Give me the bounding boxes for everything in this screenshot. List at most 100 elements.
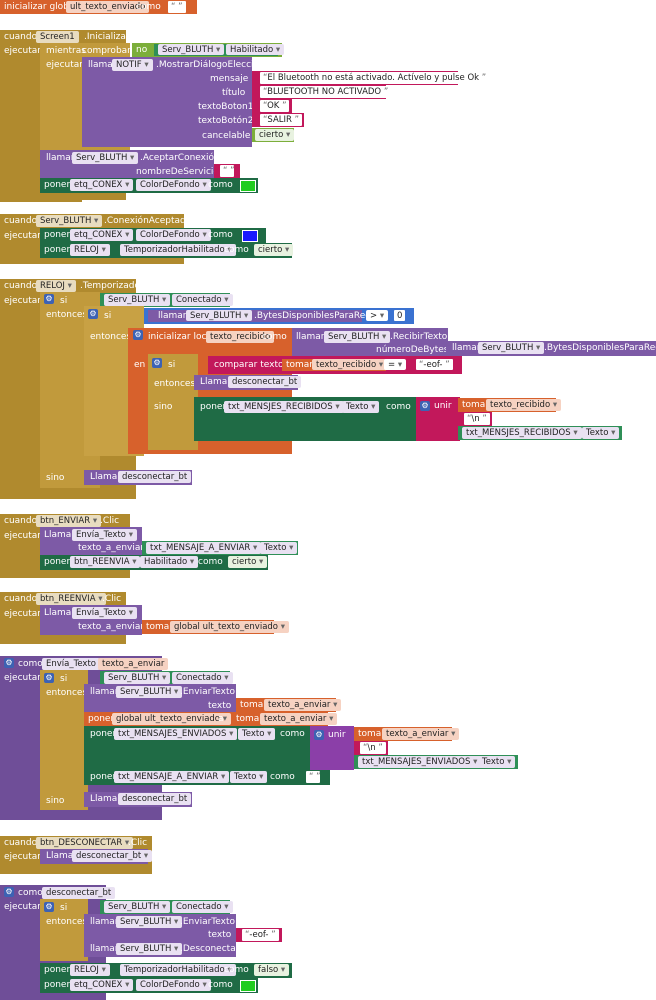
op-dropdown[interactable]: >: [366, 310, 389, 321]
mrec2-text-dropdown[interactable]: Texto: [582, 427, 620, 439]
resend-component[interactable]: btn_REENVIA: [36, 593, 107, 605]
title-string-block[interactable]: BLUETOOTH NO ACTIVADO: [252, 85, 392, 99]
mrec2-dropdown[interactable]: txt_MENSJES_RECIBIDOS: [462, 427, 582, 439]
newline-string[interactable]: \n: [464, 413, 490, 425]
ps-sendtext-call[interactable]: llamar Serv_BLUTH .EnviarTexto texto: [84, 684, 236, 712]
send-resend-dropdown[interactable]: btn_REENVIA: [70, 556, 141, 568]
bytes-call[interactable]: llamar Serv_BLUTH .BytesDisponiblesParaR…: [148, 310, 385, 322]
service-string-block[interactable]: [214, 164, 240, 178]
accepted-set-color[interactable]: poner etq_CONEX ColorDeFondo como: [40, 228, 266, 243]
bt-enabled-getter[interactable]: Serv_BLUTH Habilitado: [154, 44, 285, 56]
pd-connected-getter[interactable]: Serv_BLUTH Conectado: [100, 900, 233, 914]
bt-dropdown[interactable]: Serv_BLUTH: [158, 44, 225, 55]
proc-send-param[interactable]: texto_a_enviar: [98, 658, 169, 670]
send-msg-getter[interactable]: txt_MENSAJE_A_ENVIAR Texto: [142, 541, 298, 555]
pd-set-timer[interactable]: poner RELOJ TemporizadorHabilitado como …: [40, 963, 292, 978]
ps-msg-dropdown[interactable]: txt_MENSAJE_A_ENVIAR: [114, 771, 230, 783]
recv-call[interactable]: llamar Serv_BLUTH .RecibirTexto númeroDe…: [292, 328, 448, 356]
ps-join-block[interactable]: ⚙ unir: [310, 726, 354, 770]
recv-bt-dropdown[interactable]: Serv_BLUTH: [324, 331, 391, 343]
resend-global-dropdown[interactable]: global ult_texto_enviado: [170, 621, 289, 633]
local-var-name[interactable]: texto_recibido: [206, 331, 275, 343]
accepted-set-timer[interactable]: poner RELOJ TemporizadorHabilitado como …: [40, 243, 294, 258]
resend-call-proc[interactable]: Llamar Envía_Texto texto_a_enviar: [40, 605, 144, 635]
ps-take-arg[interactable]: tomar texto_a_enviar: [236, 698, 342, 712]
bytes2-bt-dropdown[interactable]: Serv_BLUTH: [478, 342, 545, 354]
compare-texts[interactable]: comparar textos tomar texto_recibido = -…: [208, 356, 462, 374]
accepted-bg-dropdown[interactable]: ColorDeFondo: [136, 229, 211, 241]
notif-call-block[interactable]: [82, 57, 252, 147]
join-take-var[interactable]: texto_recibido: [486, 399, 562, 411]
ps-bt-dropdown[interactable]: Serv_BLUTH: [104, 672, 171, 684]
notif-dropdown[interactable]: NOTIF: [112, 59, 153, 71]
send-set-enabled[interactable]: poner btn_REENVIA Habilitado como cierto: [40, 555, 268, 570]
pd-name[interactable]: desconectar_bt: [42, 887, 116, 899]
timer-bt-dropdown[interactable]: Serv_BLUTH: [104, 294, 171, 306]
cancel-dropdown[interactable]: cierto: [255, 129, 295, 141]
else-disc-proc[interactable]: desconectar_bt: [118, 471, 192, 483]
pd-eof-string[interactable]: -eof-: [242, 929, 279, 941]
pd-green-swatch[interactable]: [240, 980, 256, 992]
send-msg-dropdown[interactable]: txt_MENSAJE_A_ENVIAR: [146, 542, 262, 554]
ps-if-gear-icon[interactable]: ⚙: [44, 673, 54, 683]
ps-if-block[interactable]: [40, 670, 88, 810]
resend-proc-dropdown[interactable]: Envía_Texto: [72, 607, 137, 619]
ps-take-arg-2[interactable]: tomar texto_a_enviar: [232, 712, 338, 726]
mrec-dropdown[interactable]: txt_MENSJES_RECIBIDOS: [224, 401, 344, 413]
pd-conex-dropdown[interactable]: etq_CONEX: [70, 979, 134, 991]
proc-send-name[interactable]: Envía_Texto: [42, 658, 100, 670]
join-block[interactable]: ⚙ unir: [416, 397, 460, 441]
accepted-conex-dropdown[interactable]: etq_CONEX: [70, 229, 134, 241]
b1-string[interactable]: OK: [260, 100, 290, 112]
resend-take-global[interactable]: tomar global ult_texto_enviado: [142, 620, 289, 634]
bg-dropdown[interactable]: ColorDeFondo: [136, 179, 211, 191]
blue-color-swatch[interactable]: [242, 230, 258, 242]
b2-string-block[interactable]: SALIR: [252, 113, 304, 127]
ps-connected-getter[interactable]: Serv_BLUTH Conectado: [100, 671, 233, 685]
pd-bt-dropdown[interactable]: Serv_BLUTH: [104, 901, 171, 913]
disc-proc-name[interactable]: desconectar_bt: [228, 376, 302, 388]
b2-string[interactable]: SALIR: [260, 114, 303, 126]
pd-set-color[interactable]: poner etq_CONEX ColorDeFondo como: [40, 978, 258, 993]
global-var-block[interactable]: inicializar global ult_texto_enviado com…: [0, 0, 197, 14]
send-text-dropdown[interactable]: Texto: [260, 542, 298, 554]
green-color-swatch[interactable]: [240, 180, 256, 192]
ps-join-gear-icon[interactable]: ⚙: [314, 730, 324, 740]
connected-getter[interactable]: Serv_BLUTH Conectado: [100, 293, 233, 307]
ps-else-call[interactable]: Llamar desconectar_bt: [84, 792, 192, 807]
send-call-proc[interactable]: Llamar Envía_Texto texto_a_enviar: [40, 527, 144, 555]
ps-else-disc-proc[interactable]: desconectar_bt: [118, 793, 192, 805]
take-recv-getter[interactable]: tomar texto_recibido: [282, 359, 388, 371]
call-disconnect[interactable]: Llamar desconectar_bt: [194, 375, 302, 390]
send-bool[interactable]: cierto: [228, 556, 268, 568]
compare-bytes[interactable]: llamar Serv_BLUTH .BytesDisponiblesParaR…: [144, 308, 414, 324]
if-gear-icon[interactable]: ⚙: [44, 294, 54, 304]
ps-join-take-arg[interactable]: texto_a_enviar: [382, 728, 460, 740]
pd-gear-icon[interactable]: ⚙: [4, 887, 14, 897]
bytes-call-2[interactable]: llamar Serv_BLUTH .BytesDisponiblesParaR…: [446, 341, 656, 356]
ps-empty-string[interactable]: [306, 771, 320, 783]
take-var-dropdown[interactable]: texto_recibido: [312, 359, 388, 370]
timer-component[interactable]: RELOJ: [36, 280, 76, 292]
ps-connected-dropdown[interactable]: Conectado: [172, 672, 233, 684]
local-gear-icon[interactable]: ⚙: [133, 330, 143, 340]
if3-gear-icon[interactable]: ⚙: [152, 358, 162, 368]
ps-menv2-dropdown[interactable]: txt_MENSAJES_ENVIADOS: [358, 756, 482, 768]
title-string[interactable]: BLUETOOTH NO ACTIVADO: [260, 86, 392, 98]
pd-call-bt-dropdown[interactable]: Serv_BLUTH: [116, 916, 183, 928]
send-component[interactable]: btn_ENVIAR: [36, 515, 102, 527]
ps-join-take[interactable]: tomar texto_a_enviar: [354, 727, 460, 741]
ps-menv-text-dropdown[interactable]: Texto: [238, 728, 276, 740]
if-eof-block[interactable]: [148, 354, 198, 450]
ps-menv2-text-dropdown[interactable]: Texto: [478, 756, 516, 768]
pd-eof-block[interactable]: -eof-: [236, 928, 282, 942]
enabled-dropdown[interactable]: Habilitado: [226, 44, 285, 55]
ps-call-bt-dropdown[interactable]: Serv_BLUTH: [116, 686, 183, 698]
timer-connected-dropdown[interactable]: Conectado: [172, 294, 233, 306]
zero-number[interactable]: 0: [394, 310, 406, 321]
eof-string[interactable]: -eof-: [416, 359, 453, 370]
pd-if-gear-icon[interactable]: ⚙: [44, 902, 54, 912]
ps-msg-text-dropdown[interactable]: Texto: [230, 771, 268, 783]
accepted-bool[interactable]: cierto: [254, 244, 294, 256]
join-gear-icon[interactable]: ⚙: [420, 401, 430, 411]
